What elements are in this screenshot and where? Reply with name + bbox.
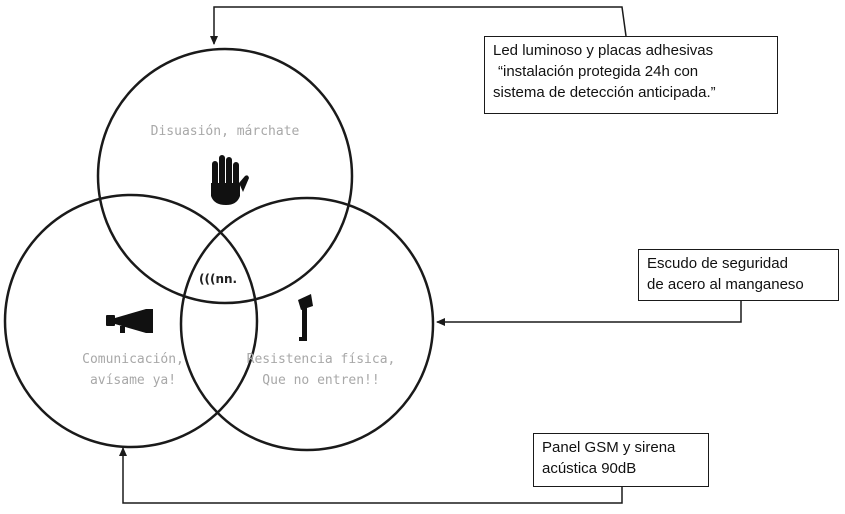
label-deterrence: Disuasión, márchate xyxy=(128,121,322,142)
connector-deterrence xyxy=(210,6,627,45)
callout-deterrence-line1: Led luminoso y placas adhesivas xyxy=(493,42,714,59)
callout-deterrence: Led luminoso y placas adhesivas “instala… xyxy=(484,36,778,114)
axe-icon xyxy=(298,294,313,341)
label-resistance-line1: Resistencia física, xyxy=(246,352,396,367)
circle-resistance xyxy=(179,196,435,452)
circle-deterrence xyxy=(96,47,354,305)
connector-communication xyxy=(119,447,623,504)
megaphone-icon xyxy=(106,309,153,333)
callout-resistance-line1: Escudo de seguridad xyxy=(647,255,788,272)
callout-resistance: Escudo de seguridad de acero al manganes… xyxy=(638,249,839,301)
label-communication-line1: Comunicación, xyxy=(82,352,184,367)
circle-communication xyxy=(3,193,259,449)
center-logo: (((nn. xyxy=(199,272,238,286)
label-communication-line2: avísame ya! xyxy=(89,373,177,388)
callout-resistance-line2: de acero al manganeso xyxy=(647,276,804,293)
callout-communication-line1: Panel GSM y sirena xyxy=(542,439,676,456)
callout-communication: Panel GSM y sirena acústica 90dB xyxy=(533,433,709,487)
stop-hand-icon xyxy=(211,155,249,205)
label-deterrence-line1: Disuasión, márchate xyxy=(150,124,300,139)
connector-resistance xyxy=(436,300,742,326)
label-resistance: Resistencia física, Que no entren!! xyxy=(238,349,404,391)
callout-deterrence-line3: sistema de detección anticipada.” xyxy=(493,84,716,101)
callout-communication-line2: acústica 90dB xyxy=(542,460,637,477)
label-resistance-line2: Que no entren!! xyxy=(262,373,380,388)
callout-deterrence-line2: “instalación protegida 24h con xyxy=(498,63,699,80)
label-communication: Comunicación, avísame ya! xyxy=(58,349,208,391)
